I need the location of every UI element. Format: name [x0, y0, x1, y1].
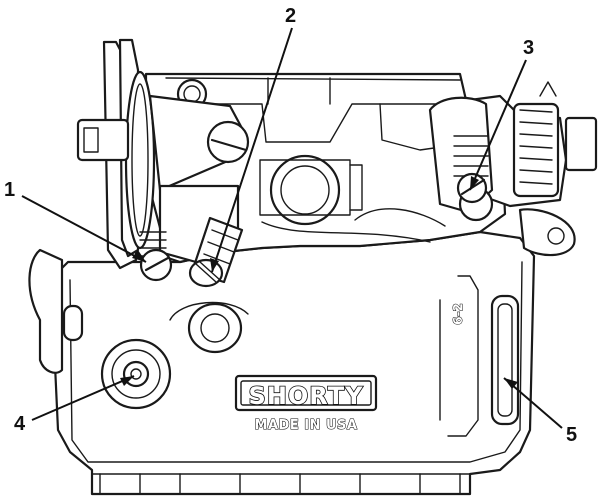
- callout-5: 5: [566, 424, 577, 446]
- brand-plate: [234, 374, 378, 412]
- idle-speed-screw: [453, 135, 489, 204]
- leader-line-3: [469, 59, 527, 191]
- leader-line-4: [31, 375, 135, 421]
- callout-2: 2: [285, 5, 296, 27]
- secondary-port: [169, 301, 249, 354]
- leader-line-2: [211, 27, 293, 273]
- throttle-spring-assembly: [428, 81, 598, 257]
- callout-4: 4: [14, 413, 26, 435]
- leader-lines: [21, 27, 563, 429]
- arrowhead-5: [504, 378, 518, 389]
- idle-mixture-screw: [139, 231, 173, 282]
- sight-window: [490, 294, 520, 426]
- callout-1: 1: [4, 179, 15, 201]
- choke-pulley-assembly: [76, 38, 250, 270]
- origin-text: MADE IN USA: [255, 418, 358, 433]
- fuel-inlet-fitting: [100, 338, 172, 410]
- brand-text: SHORTY: [249, 382, 364, 410]
- carburetor-body: [28, 230, 536, 496]
- arrowhead-2: [210, 258, 219, 272]
- high-speed-screw: [188, 216, 244, 288]
- arrowhead-3: [470, 176, 479, 190]
- arrowhead-1: [132, 250, 146, 262]
- arrowhead-4: [120, 376, 134, 386]
- casting-mark: 6-2: [451, 303, 465, 325]
- callout-3: 3: [523, 37, 534, 59]
- leader-line-1: [21, 195, 147, 263]
